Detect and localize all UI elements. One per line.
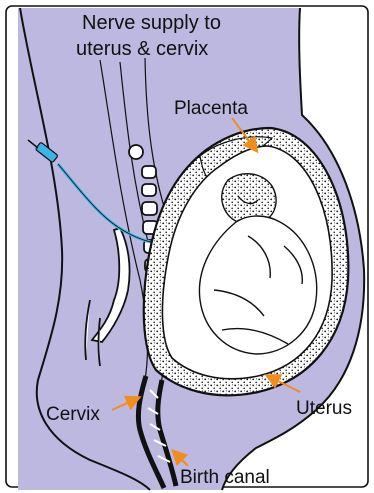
nerve-label-line1: Nerve supply to (82, 12, 221, 34)
cervix-label: Cervix (46, 404, 100, 425)
placenta-label: Placenta (174, 98, 248, 119)
uterus-label: Uterus (296, 398, 352, 419)
nerve-label-line2: uterus & cervix (76, 38, 208, 60)
birth-canal-label: Birth canal (180, 467, 270, 488)
